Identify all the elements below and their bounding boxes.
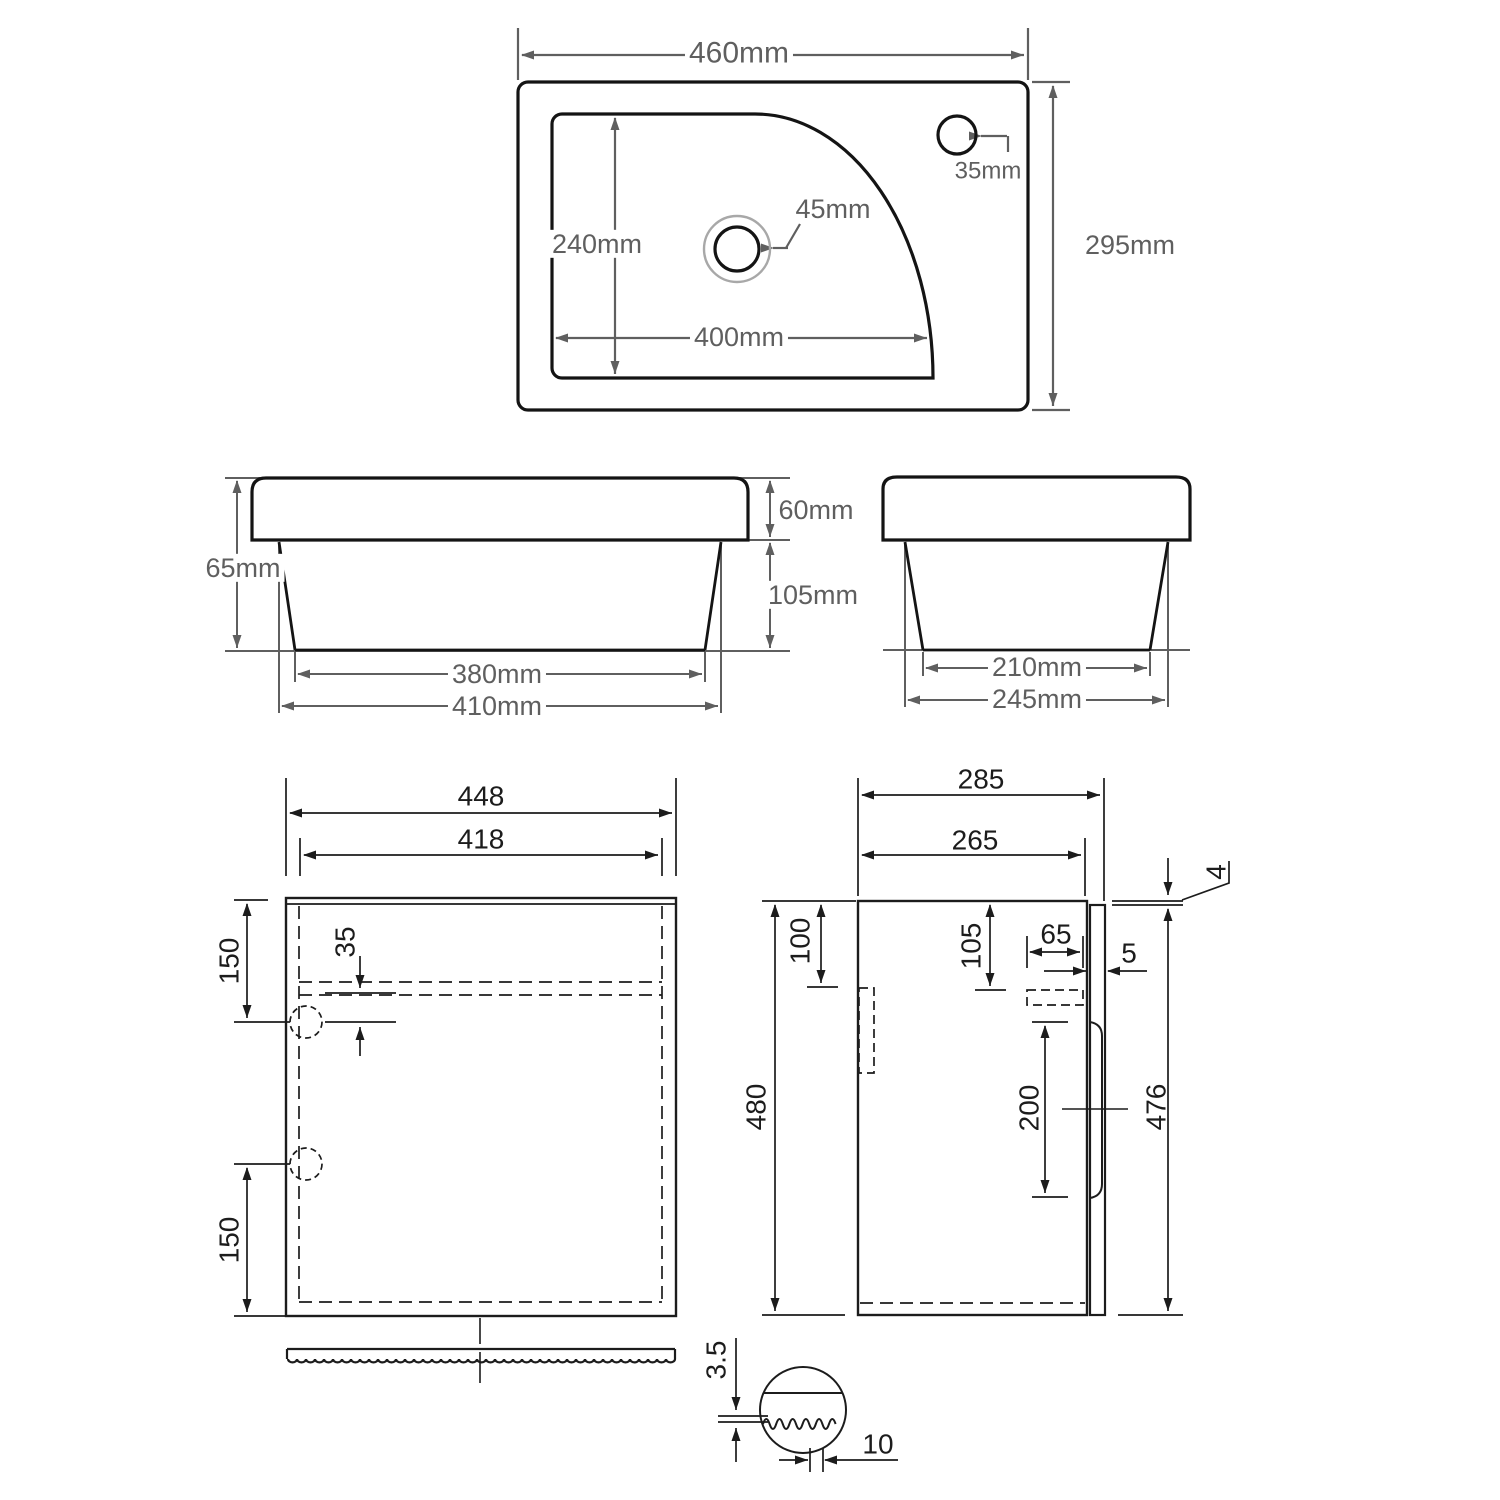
- cab-side-depth-label: 285: [957, 763, 1005, 795]
- side-top-depth-label: 245mm: [987, 684, 1087, 713]
- cab-front-inner-width-label: 418: [457, 823, 505, 855]
- back-slot-offset-label: 100: [784, 917, 816, 965]
- back-slot-dashed: [858, 987, 875, 1074]
- basin-side-elevation: [881, 475, 1192, 707]
- hinge-bottom-offset-label: 150: [213, 1216, 245, 1264]
- plan-inner-width-label: 400mm: [689, 322, 789, 351]
- top-thickness-label: 4: [1200, 864, 1232, 880]
- tap-hole-label: 45mm: [791, 194, 875, 223]
- door-height-label: 476: [1140, 1083, 1172, 1131]
- serration-detail-view: [718, 1338, 898, 1472]
- wave-pitch-label: 10: [862, 1428, 894, 1460]
- front-bottom-width-label: 380mm: [447, 659, 547, 688]
- door-panel: [1088, 903, 1107, 1317]
- front-top-width-label: 410mm: [447, 691, 547, 720]
- hinge-top-offset-label: 150: [213, 937, 245, 985]
- front-height-label: 65mm: [201, 553, 285, 582]
- handle-length-label: 200: [1013, 1084, 1045, 1132]
- cabinet-side-view: [762, 778, 1230, 1317]
- shelf-offset-label: 35: [329, 926, 361, 958]
- front-bowl-depth-label: 105mm: [763, 580, 863, 609]
- front-rim-label: 60mm: [774, 495, 858, 524]
- basin-plan-view: [516, 28, 1070, 412]
- wave-height-label: 3.5: [700, 1340, 732, 1380]
- cab-height-label: 480: [740, 1083, 772, 1131]
- cab-front-width-label: 448: [457, 780, 505, 812]
- plan-width-label: 460mm: [684, 37, 794, 69]
- plan-depth-label: 295mm: [1080, 230, 1180, 259]
- plinth-strip: [285, 1347, 677, 1364]
- cabinet-front-view: [234, 778, 678, 1383]
- side-bottom-depth-label: 210mm: [987, 652, 1087, 681]
- bracket-width-label: 65: [1040, 918, 1072, 950]
- overflow-hole-label: 35mm: [950, 158, 1026, 184]
- cab-side-inner-depth-label: 265: [951, 824, 999, 856]
- plan-inner-depth-label: 240mm: [547, 229, 647, 258]
- bracket-offset-label: 105: [955, 922, 987, 970]
- door-gap-label: 5: [1121, 937, 1137, 969]
- wall-bracket-dashed: [1026, 989, 1084, 1006]
- door-handle-groove: [1089, 1021, 1103, 1199]
